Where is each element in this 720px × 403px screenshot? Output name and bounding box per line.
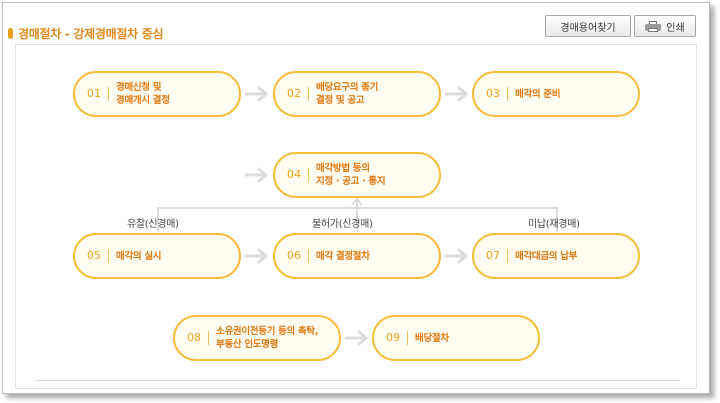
glossary-search-button[interactable]: 경매용어찾기	[545, 15, 631, 37]
step-number: 05	[87, 249, 109, 263]
step-label: 소유권이전등기 등의 촉탁, 부동산 인도명령	[216, 326, 319, 350]
step-label: 매각의 실시	[116, 250, 162, 262]
step-label: 매각의 준비	[515, 88, 561, 100]
step-04: 04 매각방법 등의 지정 · 공고 · 통지	[273, 152, 441, 198]
step-label: 매각방법 등의 지정 · 공고 · 통지	[316, 163, 386, 187]
step-08: 08 소유권이전등기 등의 촉탁, 부동산 인도명령	[173, 315, 341, 361]
page-title-area: 경매절차 - 강제경매절차 중심	[8, 25, 164, 41]
step-number: 08	[187, 331, 209, 345]
step-label: 배당절차	[415, 332, 449, 344]
bullet-icon	[8, 27, 13, 39]
arrow-02-03	[444, 86, 468, 102]
arrow-08-09	[344, 330, 368, 346]
step-03: 03 매각의 준비	[472, 71, 640, 117]
step-label: 매각 결정절차	[316, 250, 370, 262]
step-02: 02 배당요구의 종기 결정 및 공고	[273, 71, 441, 117]
step-number: 03	[486, 87, 508, 101]
print-label: 인쇄	[666, 22, 685, 34]
step-number: 09	[386, 331, 408, 345]
step-07: 07 매각대금의 납부	[472, 233, 640, 279]
step-label: 경매신청 및 경매개시 결정	[116, 82, 170, 106]
branch-label-unpaid: 미납(재경매)	[528, 219, 580, 230]
step-number: 07	[486, 249, 508, 263]
step-06: 06 매각 결정절차	[273, 233, 441, 279]
step-09: 09 배당절차	[372, 315, 540, 361]
branch-up-to-04	[351, 197, 363, 232]
step-05: 05 매각의 실시	[73, 233, 241, 279]
arrow-06-07	[444, 248, 468, 264]
glossary-search-label: 경매용어찾기	[560, 22, 616, 34]
branch-label-failed-bid: 유찰(신경매)	[127, 219, 179, 230]
step-number: 06	[287, 249, 309, 263]
print-button[interactable]: 인쇄	[634, 15, 696, 37]
arrow-05-06	[244, 248, 268, 264]
arrow-into-04	[244, 167, 268, 183]
page-title: 경매절차 - 강제경매절차 중심	[18, 26, 164, 41]
arrow-01-02	[244, 86, 268, 102]
step-number: 02	[287, 87, 309, 101]
divider	[35, 380, 680, 381]
branch-label-not-permitted: 불허가(신경매)	[312, 219, 373, 230]
step-label: 매각대금의 납부	[515, 250, 578, 262]
step-number: 01	[87, 87, 109, 101]
step-number: 04	[287, 168, 309, 182]
printer-icon	[645, 20, 662, 32]
step-label: 배당요구의 종기 결정 및 공고	[316, 82, 379, 106]
step-01: 01 경매신청 및 경매개시 결정	[73, 71, 241, 117]
